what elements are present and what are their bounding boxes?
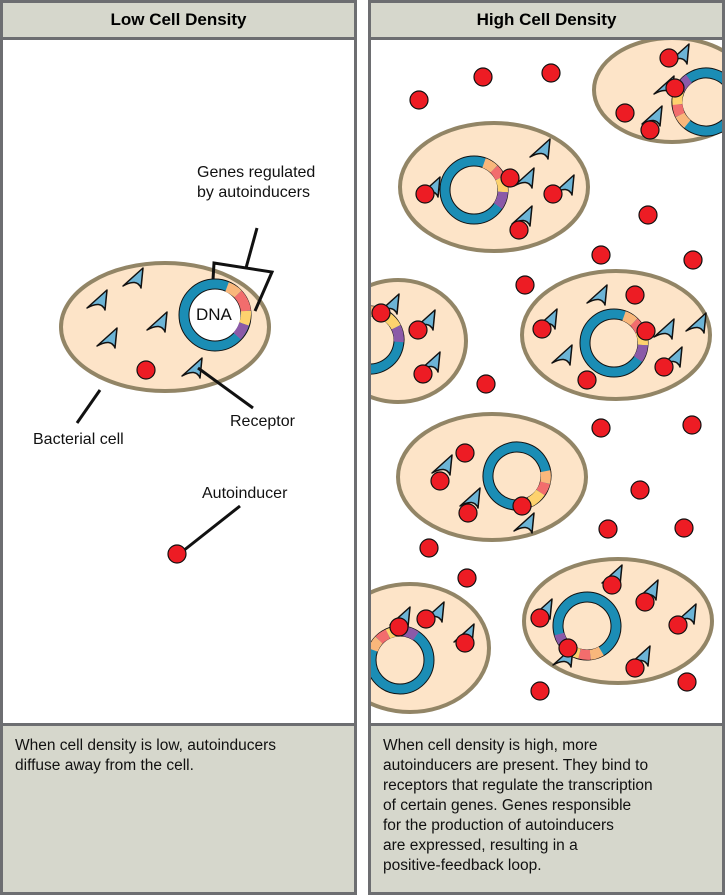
- high-density-title: High Cell Density: [371, 3, 722, 37]
- autoinducer-label: Autoinducer: [202, 485, 288, 502]
- bacterial-cell-icon: [371, 278, 468, 404]
- bacterial-cell-icon: [398, 121, 590, 253]
- high-density-illustration: [371, 40, 722, 723]
- dna-plasmid-icon: [178, 278, 252, 352]
- low-density-diagram: [59, 227, 275, 564]
- bacterial-cell-label: Bacterial cell: [33, 431, 124, 448]
- bacterial-cell-icon: [396, 412, 588, 542]
- autoinducer-icon: [167, 544, 187, 564]
- dna-label: DNA: [196, 305, 232, 324]
- low-density-illustration: Genes regulated by autoinducers DNA Bact…: [3, 40, 354, 723]
- bacterial-cell-icon: [520, 269, 712, 401]
- panel-divider: [357, 0, 368, 895]
- low-density-caption: When cell density is low, autoinducers d…: [3, 726, 354, 892]
- genes-label: Genes regulated by autoinducers: [197, 164, 316, 201]
- high-density-diagram: [371, 40, 722, 714]
- receptor-label: Receptor: [230, 413, 295, 430]
- high-density-caption: When cell density is high, more autoindu…: [371, 726, 722, 892]
- low-density-title: Low Cell Density: [3, 3, 354, 37]
- gene-bracket: [211, 261, 275, 312]
- low-density-panel: Low Cell Density: [0, 0, 357, 895]
- high-density-panel: High Cell Density: [368, 0, 725, 895]
